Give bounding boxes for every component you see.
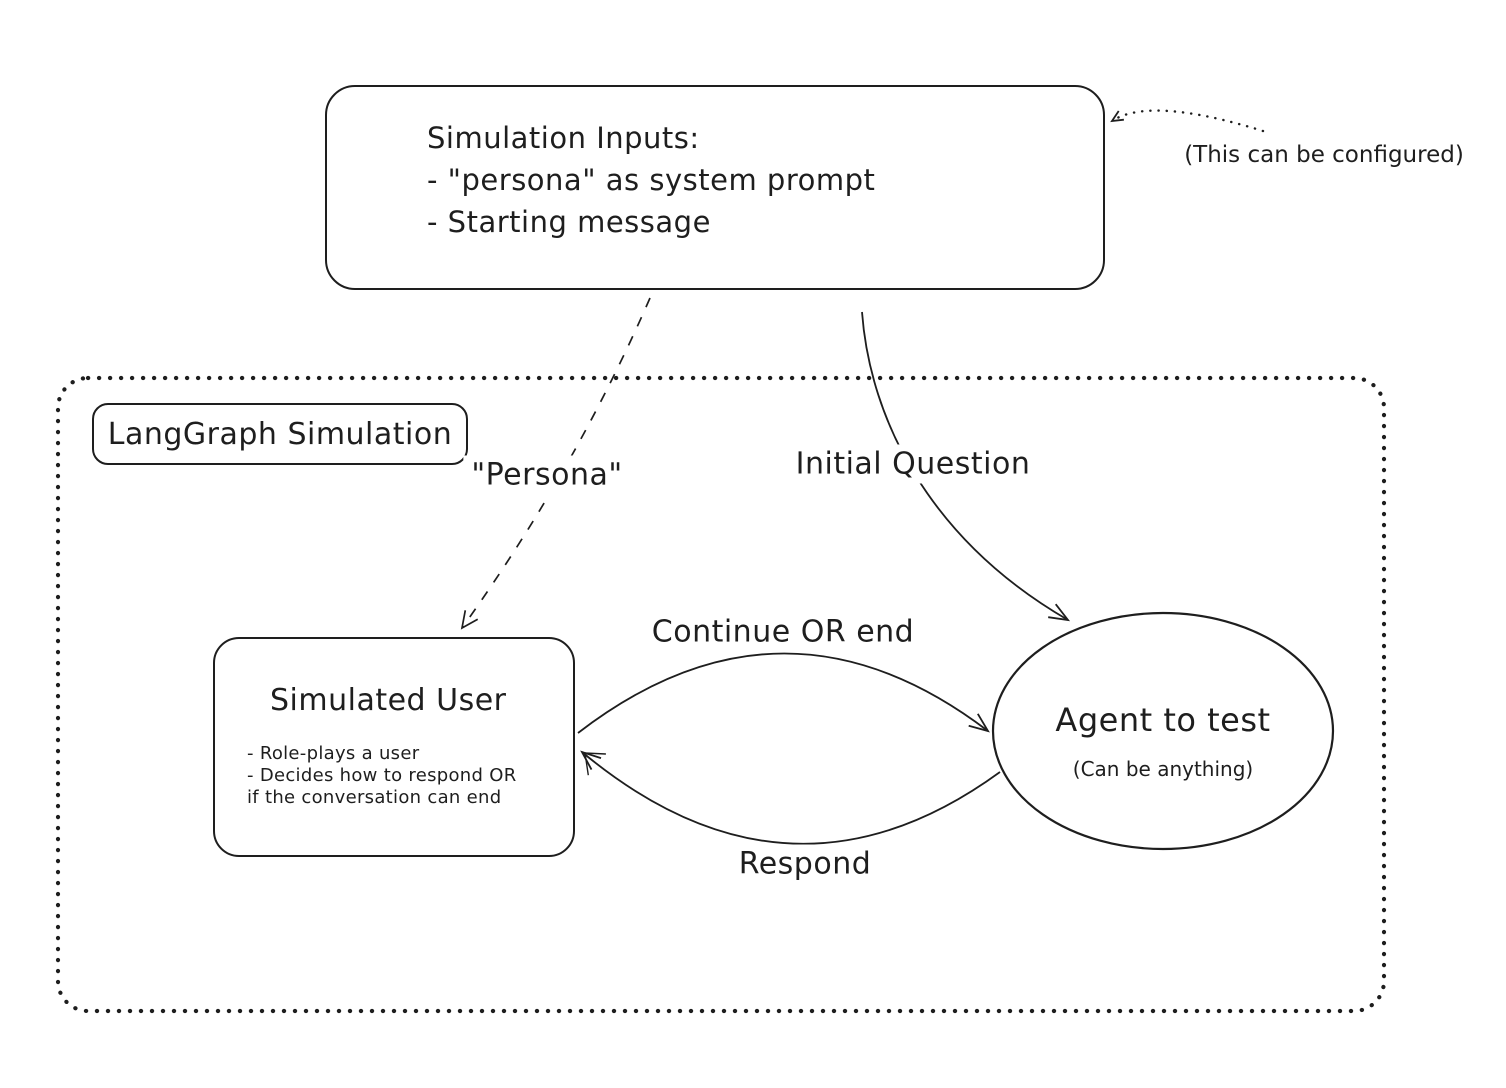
agent-node-title: Agent to test [1055, 701, 1271, 739]
simulated-user-bullet-conversation-end: if the conversation can end [247, 787, 502, 808]
simulation-inputs-box: Simulation Inputs: - "persona" as system… [325, 85, 1105, 290]
simulation-inputs-line-persona: - "persona" as system prompt [427, 163, 876, 197]
respond-arrow [581, 751, 1001, 845]
simulation-inputs-title: Simulation Inputs: [427, 121, 700, 155]
edge-label-persona: "Persona" [463, 455, 631, 495]
edge-label-respond: Respond [730, 844, 880, 884]
simulated-user-node: Simulated User - Role-plays a user - Dec… [213, 637, 575, 857]
edge-label-initial-question: Initial Question [787, 444, 1039, 484]
respond-arrowhead-2 [584, 752, 606, 776]
edge-label-continue-or-end: Continue OR end [643, 612, 923, 652]
respond-arrowhead [580, 750, 602, 771]
simulated-user-bullets: - Role-plays a user - Decides how to res… [247, 743, 517, 809]
config-pointer-arrowhead [1110, 110, 1124, 123]
langgraph-simulation-label-box: LangGraph Simulation [92, 403, 468, 465]
simulated-user-bullet-decides: - Decides how to respond OR [247, 765, 517, 786]
continue-or-end-arrow [577, 652, 989, 734]
config-pointer-arrow [1110, 109, 1265, 133]
simulated-user-bullet-role-plays: - Role-plays a user [247, 743, 420, 764]
simulated-user-title: Simulated User [270, 683, 507, 718]
langgraph-container-border [55, 375, 1387, 1014]
persona-arrow [461, 297, 651, 629]
agent-ellipse [991, 611, 1335, 851]
config-note: (This can be configured) [1184, 142, 1464, 168]
langgraph-simulation-label: LangGraph Simulation [107, 416, 453, 452]
simulation-inputs-line-starting-message: - Starting message [427, 205, 711, 239]
agent-node-subtitle: (Can be anything) [1072, 757, 1254, 781]
simulation-inputs-text: Simulation Inputs: - "persona" as system… [427, 117, 875, 243]
continue-or-end-arrowhead [968, 713, 990, 733]
persona-arrowhead [460, 610, 479, 630]
initial-question-arrowhead [1048, 603, 1071, 622]
